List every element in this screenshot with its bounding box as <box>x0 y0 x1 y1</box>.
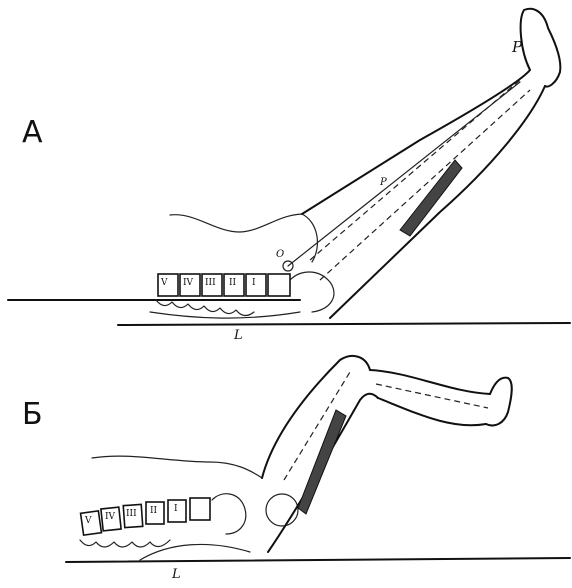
vertebra-mark-b-4: II <box>150 507 157 516</box>
label-l-b: L <box>172 568 181 581</box>
foot-a <box>521 9 561 87</box>
pelvis-a <box>290 272 334 312</box>
leg-a-upper-edge <box>302 70 530 214</box>
leg-a-lower-edge <box>330 86 545 318</box>
vertebra-mark-a-5: I <box>252 279 256 288</box>
panel-label-b: Б <box>22 400 43 430</box>
vertebra-b-6 <box>190 498 210 520</box>
spine-a <box>150 274 300 318</box>
vertebra-mark-a-1: V <box>161 279 168 288</box>
hip-joint-b <box>266 494 298 526</box>
hamstring-shading-a <box>400 160 462 236</box>
foot-b <box>486 378 512 426</box>
shin-b-top <box>370 370 490 394</box>
figure-a <box>8 9 570 325</box>
vertebra-mark-b-3: III <box>126 510 137 519</box>
torso-outline-a <box>170 214 302 232</box>
vertebra-mark-a-2: IV <box>183 279 193 288</box>
vertebra-mark-b-2: IV <box>105 513 115 522</box>
thigh-b-front <box>262 356 370 478</box>
label-p-top: P <box>512 40 522 55</box>
label-l-a: L <box>234 329 243 342</box>
label-p-mid: P <box>380 178 387 188</box>
floor-line-a-lower <box>118 323 570 325</box>
hamstring-shading-b <box>298 410 346 514</box>
vertebra-a-5 <box>246 274 266 296</box>
shin-b-bottom <box>378 398 486 425</box>
vertebra-a-6 <box>268 274 290 296</box>
vertebra-mark-a-3: III <box>205 279 216 288</box>
label-o: O <box>276 250 284 260</box>
hip-curve-a <box>302 214 317 262</box>
panel-label-a: А <box>22 118 43 148</box>
pelvis-b <box>212 494 246 534</box>
vertebra-mark-b-5: I <box>174 505 178 514</box>
figure-b <box>66 356 570 562</box>
spinous-processes-a <box>156 300 254 316</box>
vertebra-mark-a-4: II <box>229 279 236 288</box>
spinous-processes-b <box>80 540 170 547</box>
torso-outline-b <box>92 456 262 478</box>
vertebra-mark-b-1: V <box>85 517 92 526</box>
leg-axis-a <box>288 82 520 266</box>
muscle-line-a-2 <box>320 90 530 280</box>
spine-b <box>80 498 250 560</box>
